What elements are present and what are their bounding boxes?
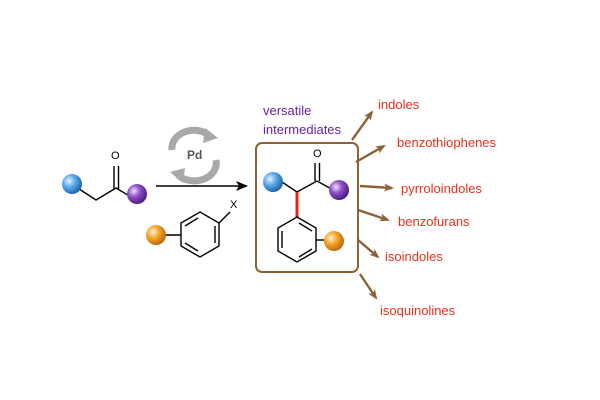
arrow-isoquinolines	[359, 273, 378, 300]
oxygen-label: O	[111, 150, 120, 162]
recycle-arrows-icon	[168, 126, 220, 185]
intermediate-box	[255, 142, 359, 273]
catalyst-label: Pd	[187, 148, 203, 162]
intermediate-label-line2: intermediates	[263, 122, 342, 137]
purple-substituent-ball	[127, 184, 147, 204]
intermediate-label-line1: versatile	[263, 103, 312, 118]
oxygen-label-intermediate: O	[313, 148, 322, 160]
arrow-pyrroloindoles	[359, 183, 394, 192]
intermediate-structure	[263, 163, 349, 263]
product-isoindoles: isoindoles	[385, 249, 443, 264]
product-benzothiophenes: benzothiophenes	[397, 135, 497, 150]
blue-substituent-ball	[62, 174, 82, 194]
arrow-isoindoles	[357, 239, 380, 259]
product-arrows	[351, 110, 394, 300]
product-pyrroloindoles: pyrroloindoles	[401, 181, 482, 196]
arrow-benzofurans	[357, 208, 390, 222]
product-benzofurans: benzofurans	[398, 214, 470, 229]
ketone-substrate	[62, 166, 147, 204]
product-indoles: indoles	[378, 97, 420, 112]
halide-label: X	[230, 199, 238, 211]
purple-substituent-ball	[329, 180, 349, 200]
orange-substituent-ball	[324, 231, 344, 251]
arrow-benzothiophenes	[355, 144, 386, 164]
aryl-halide	[146, 211, 231, 258]
product-isoquinolines: isoquinolines	[380, 303, 456, 318]
blue-substituent-ball	[263, 172, 283, 192]
arrow-indoles	[351, 110, 374, 141]
orange-substituent-ball	[146, 225, 166, 245]
